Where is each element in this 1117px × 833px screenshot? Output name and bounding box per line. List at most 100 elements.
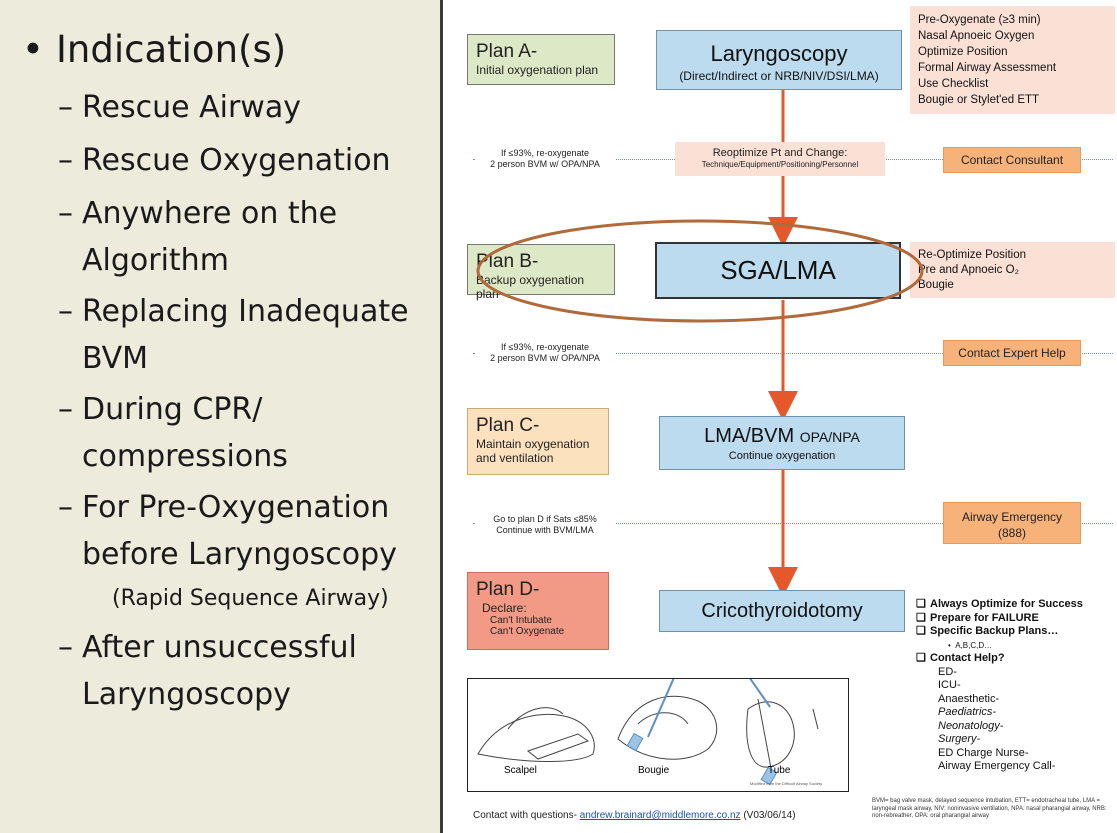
indication-item: –Rescue Oxygenation: [58, 137, 391, 184]
checklist-text: Contact Help?: [930, 652, 1005, 664]
sga-lma-box: SGA/LMA: [655, 242, 901, 299]
plan-c-subtitle: and ventilation: [476, 451, 554, 465]
plan-c-box: Plan C- Maintain oxygenation and ventila…: [467, 408, 609, 475]
plan-d-title: Plan D-: [476, 579, 540, 600]
plan-c-subtitle: Maintain oxygenation: [476, 437, 590, 451]
contact-entry: ICU-: [938, 679, 961, 691]
contact-entry: ED Charge Nurse-: [938, 746, 1029, 759]
reoptimize-line: Reoptimize Pt and Change:: [712, 147, 848, 159]
airway-algorithm: Plan A- Initial oxygenation plan Laryngo…: [443, 0, 1117, 833]
lma-bvm-title-text: LMA/BVM: [704, 425, 795, 447]
indication-line: Rescue Oxygenation: [82, 143, 391, 178]
indication-dash: –: [58, 143, 73, 178]
abbreviations-footnote: BVM= bag valve mask, delayed sequence in…: [872, 798, 1107, 819]
prep-item: Use Checklist: [918, 78, 989, 90]
illustration-credit: Modified from the Difficult Airway Socie…: [750, 781, 823, 786]
indication-line: Anywhere on the: [82, 196, 338, 231]
prep-item: Bougie or Stylet'ed ETT: [918, 94, 1040, 106]
contact-expert-box: Contact Expert Help: [943, 340, 1081, 366]
prep-item: Formal Airway Assessment: [918, 62, 1057, 74]
lma-bvm-subtitle: Continue oxygenation: [728, 450, 836, 462]
indication-dash: –: [58, 90, 73, 125]
checklist-text: Specific Backup Plans…: [930, 625, 1059, 637]
reopt-item: Re-Optimize Position: [918, 249, 1027, 261]
contact-entry: Airway Emergency Call-: [938, 760, 1056, 772]
plan-a-box: Plan A- Initial oxygenation plan: [467, 34, 615, 85]
contact-email-link[interactable]: andrew.brainard@middlemore.co.nz: [579, 810, 741, 821]
goto-line: Go to plan D if Sats ≤85%: [493, 514, 597, 524]
laryngoscopy-title: Laryngoscopy: [710, 41, 848, 66]
reox-line: If ≤93%, re-oxygenate: [501, 342, 589, 352]
indication-line: Replacing Inadequate: [82, 294, 409, 329]
highlight-ellipse: [476, 219, 924, 323]
reopt-item: Bougie: [918, 279, 954, 291]
title-bullet: •: [22, 28, 44, 71]
prep-item: Pre-Oxygenate (≥3 min): [918, 14, 1041, 26]
indication-line: Laryngoscopy: [82, 677, 291, 712]
contact-consultant-box: Contact Consultant: [943, 147, 1081, 173]
airway-emergency-line: Airway Emergency: [961, 510, 1063, 524]
checklist-abc-text: A,B,C,D…: [955, 640, 993, 650]
indication-line: Algorithm: [82, 243, 229, 278]
checklist-item: ❑ Contact Help?: [916, 652, 1083, 666]
checklist-text: Prepare for FAILURE: [930, 611, 1039, 624]
separator-line: [473, 523, 1113, 524]
reoxygenate-note-2: If ≤93%, re-oxygenate 2 person BVM w/ OP…: [475, 338, 615, 368]
plan-d-box: Plan D- Declare: Can't Intubate Can't Ox…: [467, 572, 609, 650]
contact-prefix: Contact with questions-: [473, 810, 577, 821]
scalpel-label: Scalpel: [504, 765, 537, 776]
indication-dash: –: [58, 294, 73, 329]
rapid-sequence-note: (Rapid Sequence Airway): [112, 586, 389, 611]
checkbox-icon: ❑: [916, 652, 926, 664]
plan-d-item: Can't Oxygenate: [490, 626, 565, 637]
contact-entry: ED-: [938, 665, 957, 678]
goto-plan-d-note: Go to plan D if Sats ≤85% Continue with …: [475, 510, 615, 540]
indication-item: –Anywhere on the Algorithm: [58, 190, 337, 284]
indication-line: BVM: [82, 341, 149, 376]
prep-item: Nasal Apnoeic Oxygen: [918, 30, 1035, 42]
laryngoscopy-box: Laryngoscopy (Direct/Indirect or NRB/NIV…: [656, 30, 902, 90]
reox-line: If ≤93%, re-oxygenate: [501, 148, 589, 158]
indication-dash: –: [58, 196, 73, 231]
separator-line: [473, 353, 1113, 354]
contact-version: (V03/06/14): [743, 810, 796, 821]
reox-line: 2 person BVM w/ OPA/NPA: [490, 159, 600, 169]
checkbox-icon: ❑: [916, 611, 926, 624]
checklist-text: Always Optimize for Success: [930, 598, 1083, 610]
goto-line: Continue with BVM/LMA: [496, 525, 594, 535]
checklist-abc: • A,B,C,D…: [948, 640, 993, 650]
indication-line: Rescue Airway: [82, 90, 301, 125]
reox-line: 2 person BVM w/ OPA/NPA: [490, 353, 600, 363]
bougie-label: Bougie: [638, 765, 670, 776]
cricothyroidotomy-box: Cricothyroidotomy: [659, 590, 905, 632]
indication-line: After unsuccessful: [82, 630, 357, 665]
preparation-list: Pre-Oxygenate (≥3 min) Nasal Apnoeic Oxy…: [910, 6, 1115, 114]
indication-dash: –: [58, 490, 73, 525]
contact-line: Contact with questions- andrew.brainard@…: [473, 810, 796, 821]
reoptimize-line: Technique/Equipment/Positioning/Personne…: [701, 160, 859, 169]
checkbox-icon: ❑: [916, 625, 926, 637]
lma-bvm-title-small: OPA/NPA: [799, 429, 860, 445]
airway-emergency-box: Airway Emergency (888): [943, 502, 1081, 544]
indications-panel: •Indication(s) –Rescue Airway –Rescue Ox…: [0, 0, 440, 833]
laryngoscopy-subtitle: (Direct/Indirect or NRB/NIV/DSI/LMA): [679, 69, 879, 83]
contact-entry: Anaesthetic-: [938, 692, 1000, 705]
checklist-item: ❑ Prepare for FAILURE: [916, 612, 1083, 626]
lma-bvm-box: LMA/BVM OPA/NPA Continue oxygenation: [659, 416, 905, 470]
indication-dash: –: [58, 630, 73, 665]
indications-title-text: Indication(s): [56, 28, 287, 71]
indication-item: –Rescue Airway: [58, 84, 301, 131]
indication-line: compressions: [82, 439, 288, 474]
plan-c-title: Plan C-: [476, 415, 540, 436]
indication-item: –For Pre-Oxygenation before Laryngoscopy: [58, 484, 397, 578]
indication-item: –After unsuccessful Laryngoscopy: [58, 624, 357, 718]
plan-a-subtitle: Initial oxygenation plan: [476, 63, 599, 77]
prep-item: Optimize Position: [918, 46, 1008, 58]
reopt-item: Pre and Apnoeic O₂: [918, 264, 1020, 276]
indication-item: –Replacing Inadequate BVM: [58, 288, 409, 382]
success-checklist: ❑ Always Optimize for Success ❑ Prepare fo…: [916, 598, 1083, 774]
indication-line: During CPR/: [82, 392, 263, 427]
indication-dash: –: [58, 392, 73, 427]
checkbox-icon: ❑: [916, 598, 926, 610]
contact-entry: Paediatrics-: [938, 706, 997, 718]
